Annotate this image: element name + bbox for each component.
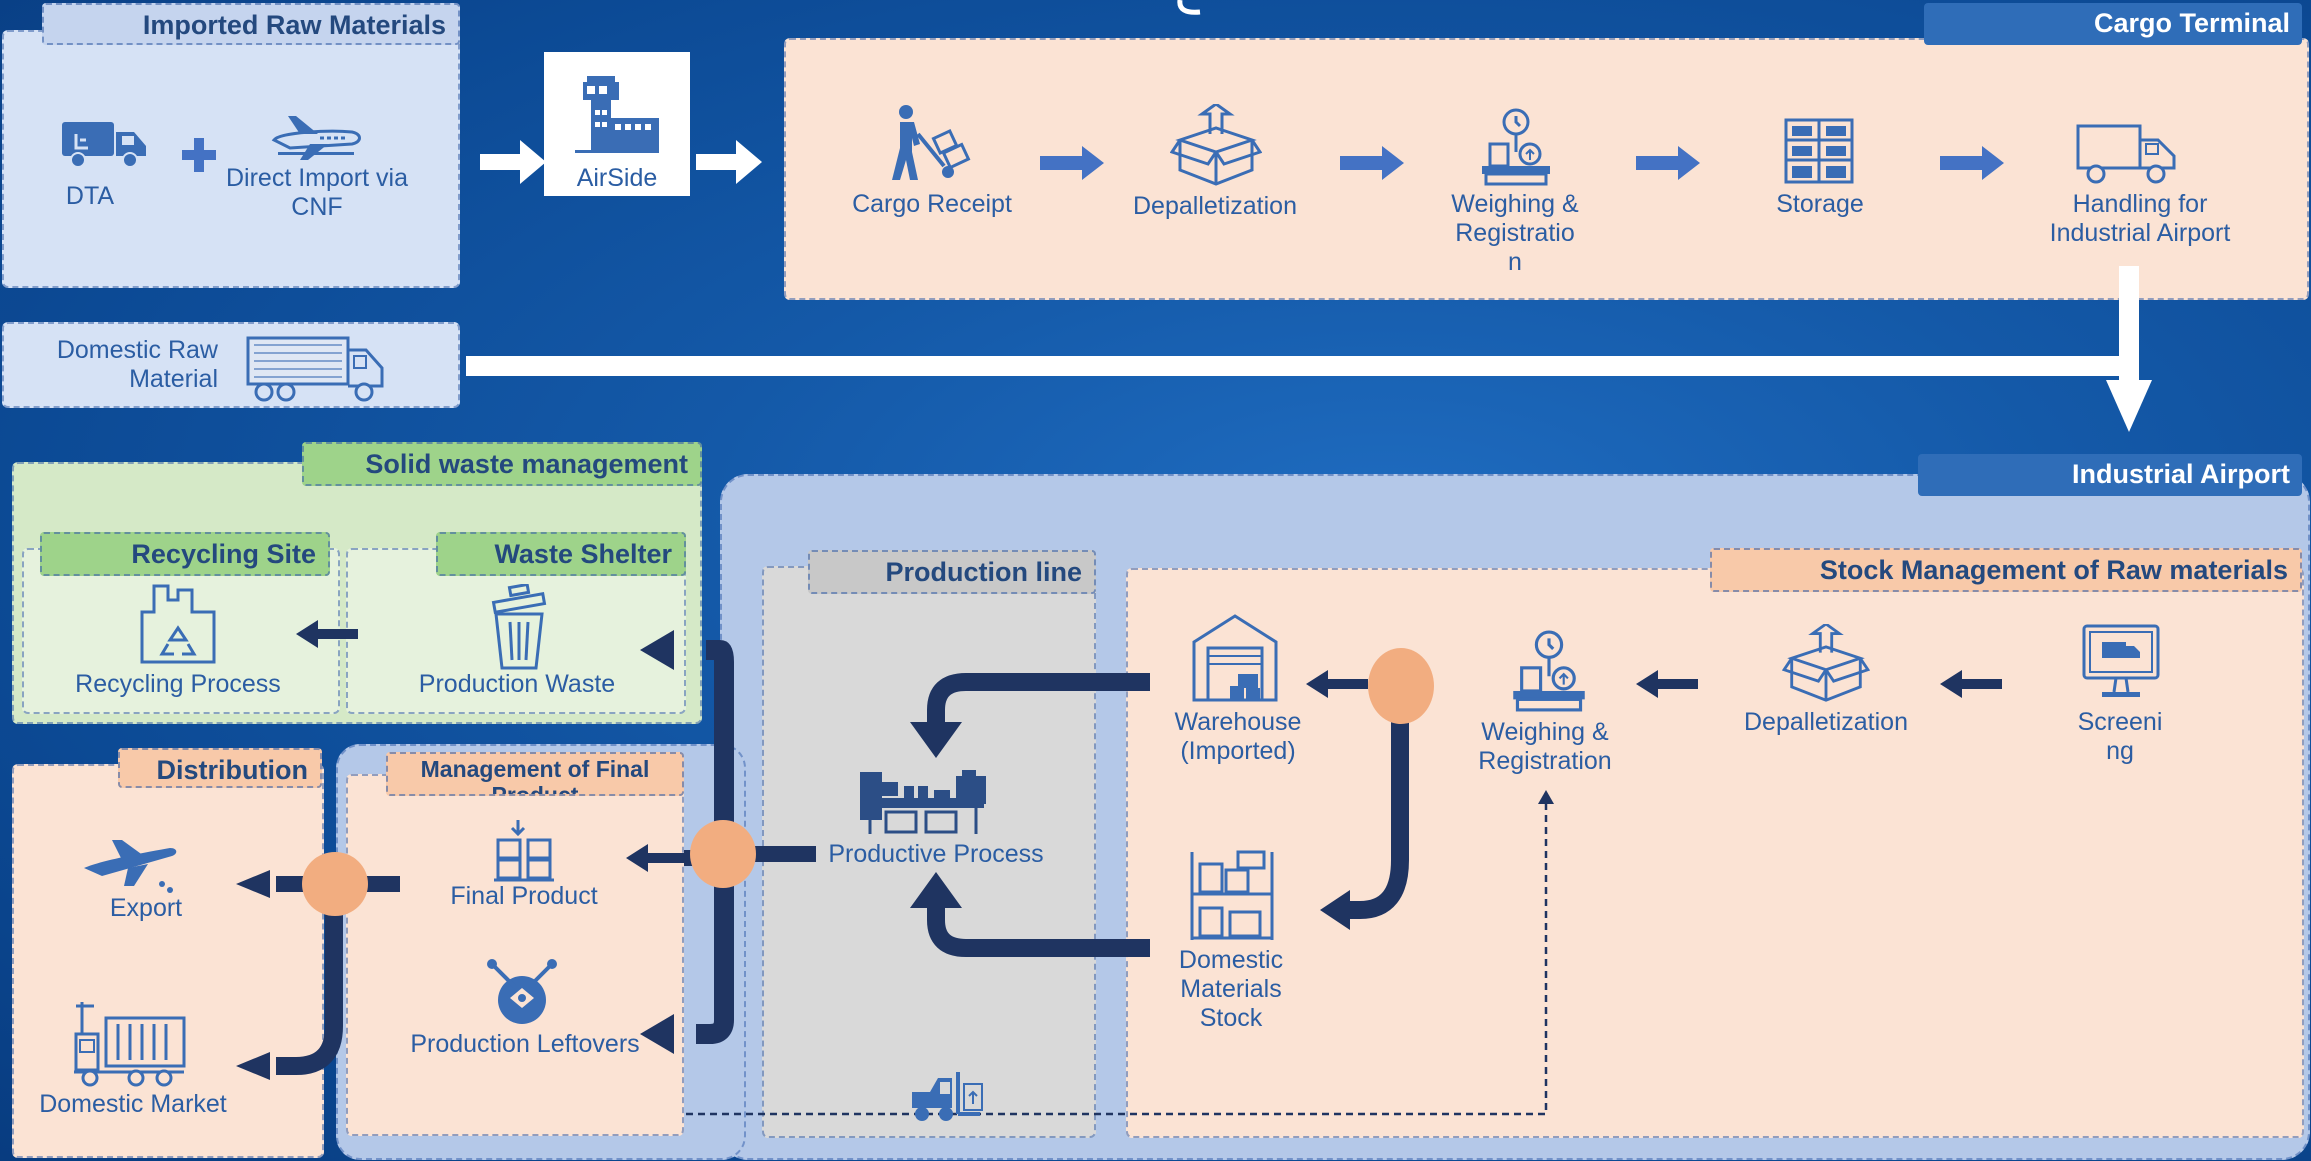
cargo-arrow-3	[1636, 146, 1700, 180]
domestic-raw-connector-line	[466, 356, 2139, 376]
waste-shelter-title: Waste Shelter	[436, 532, 686, 576]
trash-bin-icon	[488, 584, 550, 670]
imported-raw-materials-title: Imported Raw Materials	[42, 3, 460, 45]
warehouse-to-process-arrow	[910, 673, 1150, 758]
dta-label: DTA	[65, 182, 115, 210]
cargo-step-label: Storage	[1776, 190, 1864, 218]
cargo-step-label: Handling for Industrial Airport	[2049, 190, 2231, 247]
recycling-process-label: Recycling Process	[75, 670, 281, 698]
distribution-connector	[236, 870, 400, 1080]
stacked-boxes-icon	[492, 818, 556, 882]
recycling-bin-icon	[138, 582, 218, 666]
shelves-boxes-icon	[1186, 850, 1278, 942]
export-label: Export	[109, 894, 183, 922]
plus-icon	[180, 136, 218, 174]
handling-down-connector	[2119, 266, 2139, 382]
junction-node	[690, 820, 756, 888]
solid-waste-title: Solid waste management	[302, 442, 702, 486]
depalletization-to-weighing-arrow	[1636, 670, 1698, 698]
open-box-icon	[1782, 624, 1870, 704]
depalletization-label: Depalletization	[1744, 708, 1908, 736]
final-product-title: Management of Final Product	[386, 752, 684, 796]
cargo-step-label: Weighing & Registratio n	[1451, 190, 1579, 276]
final-product-panel	[346, 774, 684, 1136]
junction-node	[1368, 648, 1434, 724]
arrow-to-airside	[480, 140, 546, 184]
truck-icon	[244, 334, 386, 402]
warehouse-icon	[1190, 612, 1280, 702]
production-line-panel	[762, 566, 1096, 1138]
production-waste-label: Production Waste	[418, 670, 616, 698]
header-arc-decoration	[1177, 0, 1201, 15]
container-truck-icon	[72, 1000, 186, 1088]
cargo-step-label: Cargo Receipt	[852, 190, 1012, 218]
delivery-truck-icon	[2074, 122, 2178, 186]
weighing-scale-icon	[1480, 108, 1552, 186]
airplane-icon	[270, 112, 362, 162]
airplane-icon	[82, 834, 178, 894]
handling-down-arrowhead	[2106, 380, 2152, 432]
direct-import-label: Direct Import via CNF	[226, 164, 408, 221]
industrial-airport-title: Industrial Airport	[1918, 454, 2302, 496]
storage-shelves-icon	[1784, 118, 1854, 184]
final-product-label: Final Product	[450, 882, 598, 910]
junction-node	[302, 852, 368, 916]
weighing-to-warehouse-arrow	[1306, 670, 1368, 698]
to-final-product-arrow	[626, 844, 690, 872]
waste-to-recycling-arrow	[296, 620, 358, 648]
domestic-materials-stock-label: Domestic Materials Stock	[1178, 946, 1284, 1032]
cargo-step-label: Depalletization	[1133, 192, 1297, 220]
production-machine-icon	[856, 768, 996, 838]
productive-process-label: Productive Process	[828, 840, 1044, 868]
cargo-arrow-4	[1940, 146, 2004, 180]
weighing-registration-label: Weighing & Registration	[1478, 718, 1612, 775]
screening-to-depalletization-arrow	[1940, 670, 2002, 698]
stock-to-process-arrow	[910, 872, 1150, 957]
domestic-raw-material-panel	[2, 322, 460, 408]
cargo-arrow-1	[1040, 146, 1104, 180]
leftovers-return-dashed-line	[524, 790, 1554, 1116]
open-box-icon	[1170, 104, 1262, 188]
domestic-raw-material-label: Domestic Raw Material	[56, 336, 218, 393]
production-leftovers-label: Production Leftovers	[410, 1030, 640, 1058]
control-tower-icon	[573, 70, 661, 154]
warehouse-label: Warehouse (Imported)	[1174, 708, 1302, 765]
screening-label: Screeni ng	[2077, 708, 2163, 765]
recycling-site-title: Recycling Site	[40, 532, 330, 576]
production-line-title: Production line	[808, 550, 1096, 594]
arrow-to-cargo	[696, 140, 762, 184]
forklift-icon	[908, 1070, 984, 1124]
domestic-market-label: Domestic Market	[39, 1090, 227, 1118]
stock-management-panel	[1126, 568, 2304, 1138]
leftovers-icon	[484, 958, 560, 1026]
distribution-panel	[12, 764, 324, 1158]
stock-management-title: Stock Management of Raw materials	[1710, 548, 2302, 592]
weighing-scale-icon	[1506, 630, 1592, 712]
airside-label: AirSide	[576, 164, 658, 192]
distribution-title: Distribution	[118, 748, 322, 788]
warehouse-split-connector	[1320, 700, 1409, 930]
truck-icon	[60, 118, 148, 168]
cargo-terminal-title: Cargo Terminal	[1924, 3, 2302, 45]
hand-truck-worker-icon	[884, 104, 980, 184]
monitor-truck-icon	[2080, 622, 2162, 702]
cargo-arrow-2	[1340, 146, 1404, 180]
